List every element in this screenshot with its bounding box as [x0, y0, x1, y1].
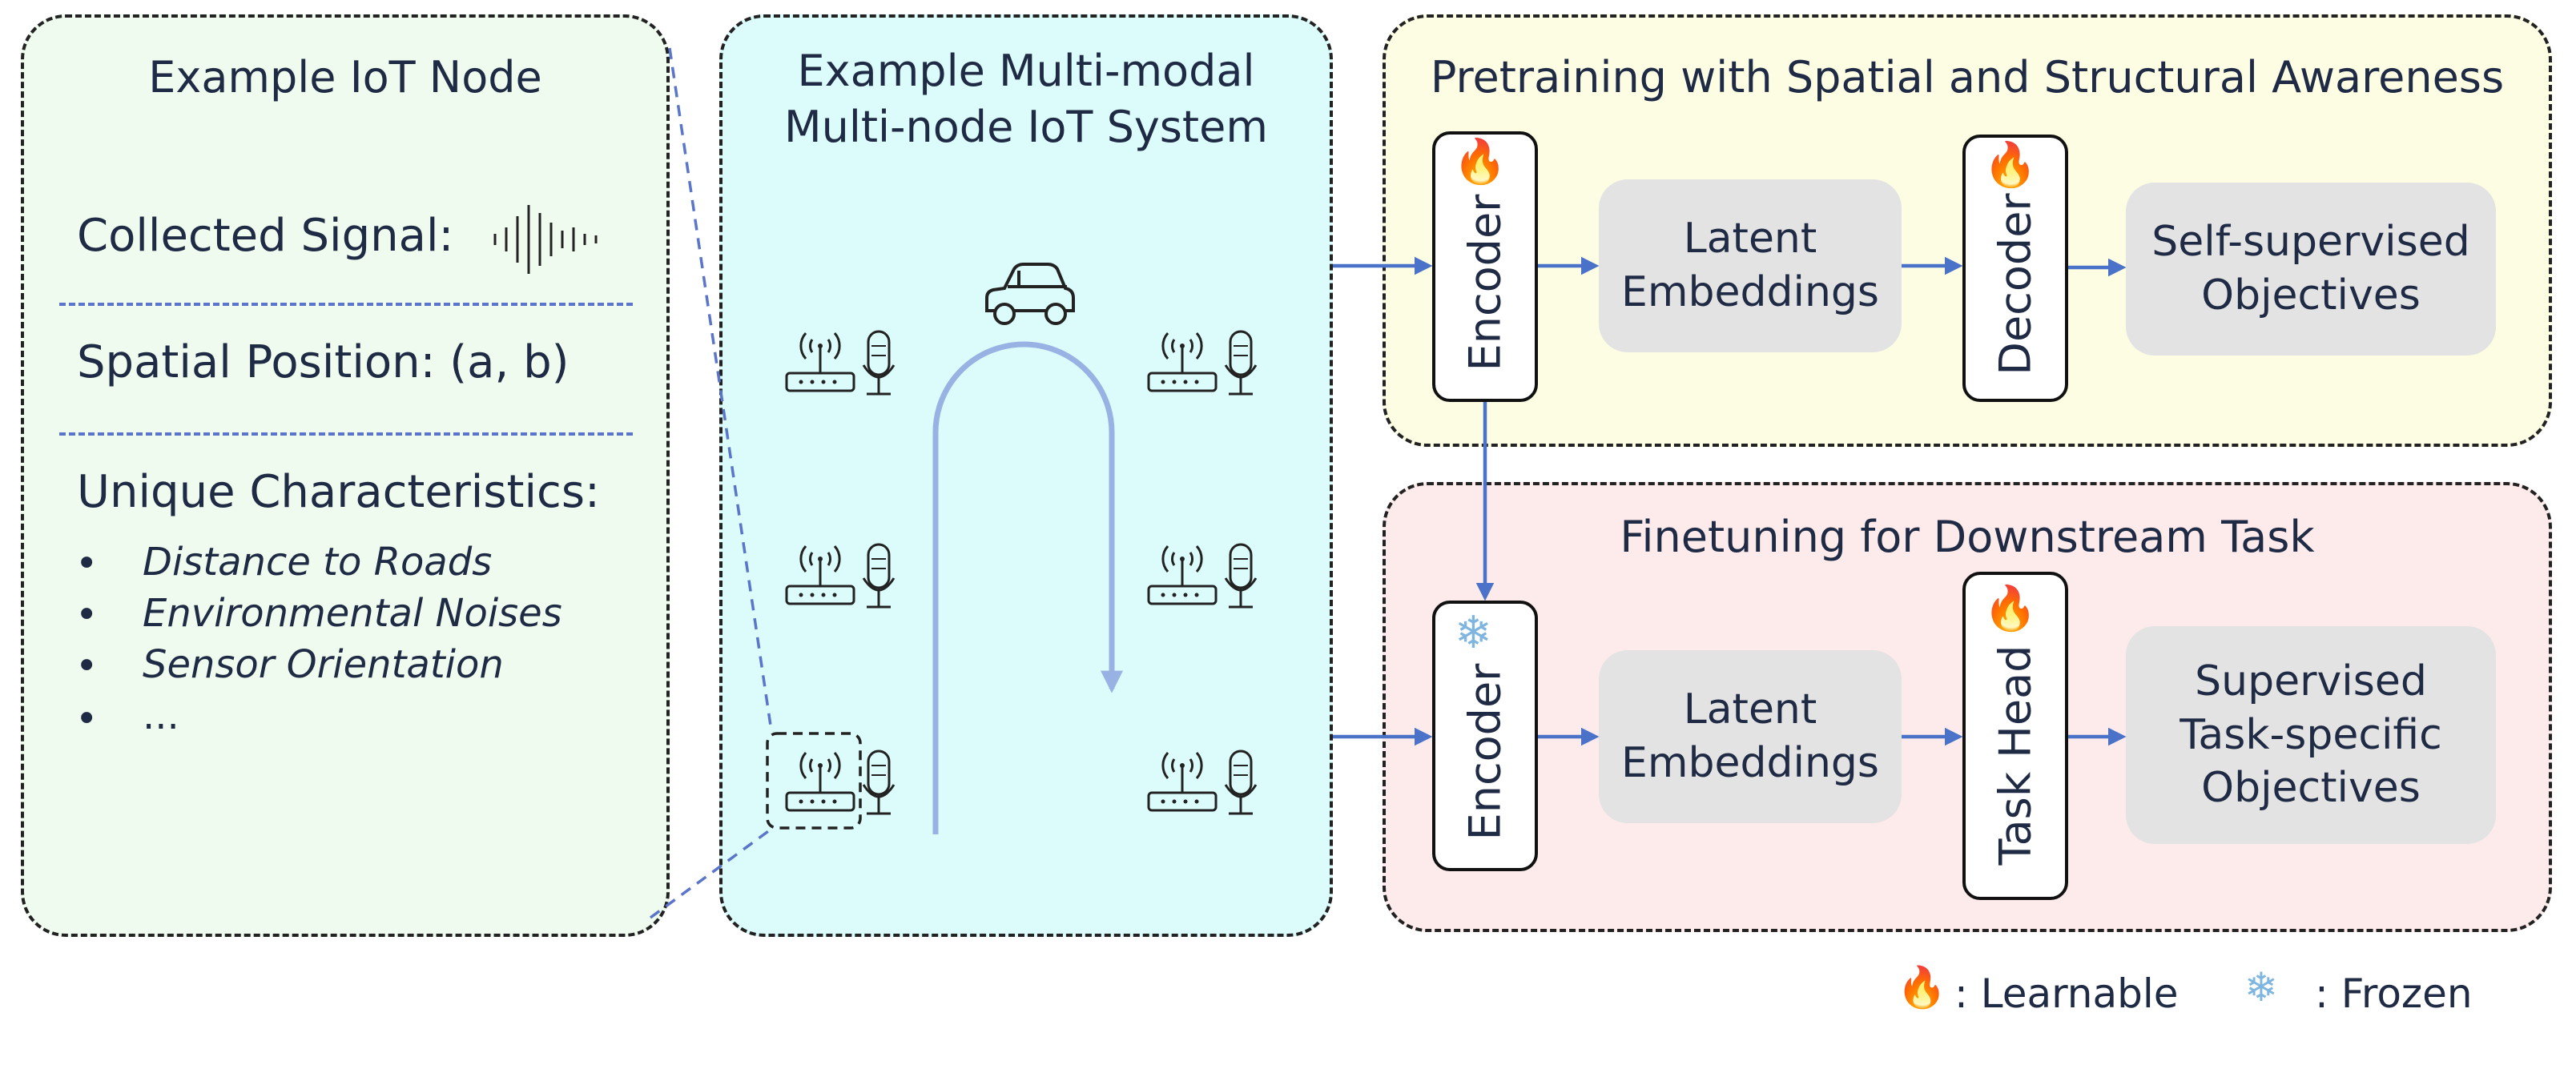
sensor-node-icon	[1147, 543, 1258, 609]
separator	[59, 432, 633, 436]
legend-learnable-label: : Learnable	[1954, 970, 2179, 1017]
pretraining-title: Pretraining with Spatial and Structural …	[1430, 52, 2505, 102]
characteristics-label: Unique Characteristics:	[77, 466, 600, 518]
position-label: Spatial Position: (a, b)	[77, 336, 570, 388]
selected-node-frame	[766, 732, 862, 830]
legend-frozen-label: : Frozen	[2315, 970, 2473, 1017]
task-head-box: Task Head	[1962, 572, 2068, 900]
bullet-dot: •	[75, 541, 99, 586]
system-panel-title: Example Multi-modal Multi-node IoT Syste…	[719, 43, 1333, 155]
flame-icon: 🔥	[1453, 136, 1507, 187]
sensor-node-icon	[785, 330, 896, 396]
latent-line: Embeddings	[1620, 268, 1880, 316]
system-title-line: Example Multi-modal	[797, 46, 1255, 96]
sensor-node-icon	[1147, 330, 1258, 396]
sensor-node-icon	[785, 543, 896, 609]
flame-icon: 🔥	[1983, 583, 2038, 633]
zoom-line	[668, 47, 772, 726]
bullet-dot: •	[75, 593, 99, 637]
separator	[59, 303, 633, 306]
finetuning-title: Finetuning for Downstream Task	[1620, 512, 2315, 562]
finetune-encoder-box: Encoder	[1432, 601, 1538, 871]
road-path	[932, 341, 1123, 834]
iot-node-panel	[21, 14, 670, 937]
flame-icon: 🔥	[1983, 139, 2038, 190]
legend-snowflake-icon: ❄	[2244, 964, 2278, 1011]
sensor-node-icon	[785, 749, 896, 815]
decoder-box: Decoder	[1962, 135, 2068, 402]
sensor-node-icon	[1147, 749, 1258, 815]
legend-flame-icon: 🔥	[1897, 964, 1947, 1011]
characteristic-item: Environmental Noises	[143, 591, 562, 636]
characteristic-item: Distance to Roads	[143, 540, 493, 585]
objective-line: Self-supervised	[2151, 218, 2470, 267]
snowflake-icon: ❄	[1455, 607, 1492, 659]
objective-line: Objectives	[2201, 271, 2421, 319]
latent-line: Latent	[1683, 685, 1817, 734]
signal-label: Collected Signal:	[77, 210, 454, 262]
node-panel-title: Example IoT Node	[148, 52, 542, 102]
latent-line: Embeddings	[1620, 739, 1880, 787]
latent-line: Latent	[1683, 215, 1817, 263]
car-icon	[985, 263, 1075, 325]
characteristic-item: Sensor Orientation	[143, 642, 504, 687]
characteristic-item: ...	[143, 693, 179, 738]
objective-line: Task-specific	[2180, 710, 2442, 759]
system-title-line: Multi-node IoT System	[784, 102, 1268, 153]
pretrain-encoder-box: Encoder	[1432, 131, 1538, 402]
objective-line: Objectives	[2201, 764, 2421, 813]
waveform-icon	[493, 205, 598, 274]
bullet-dot: •	[75, 697, 99, 741]
bullet-dot: •	[75, 644, 99, 689]
objective-line: Supervised	[2195, 657, 2427, 706]
zoom-line	[649, 828, 772, 919]
